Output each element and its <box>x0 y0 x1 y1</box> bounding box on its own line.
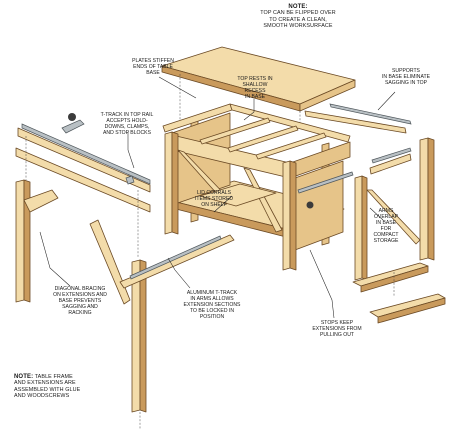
callout-line: EXTENSION SECTIONS <box>183 302 241 308</box>
left-extension <box>15 113 235 430</box>
callout-line: IN BASE ELIMINATE <box>381 74 431 80</box>
callout-line: BASE <box>146 70 160 76</box>
callout-line: FOR <box>380 226 392 232</box>
callout-line: DOWNS, CLAMPS, <box>104 124 150 130</box>
callout-supports: SUPPORTS IN BASE ELIMINATE SAGGING IN TO… <box>372 68 440 86</box>
note-top-line: SMOOTH WORKSURFACE <box>263 23 333 30</box>
right-extension <box>304 103 435 281</box>
callout-line: PLATES STIFFEN <box>132 58 174 64</box>
callout-line: ON EXTENSIONS AND <box>53 292 107 298</box>
callout-line: SAGGING IN TOP <box>385 80 427 86</box>
note-bottom-line: ASSEMBLED WITH GLUE <box>14 386 81 393</box>
callout-t-track: T-TRACK IN TOP RAIL ACCEPTS HOLD- DOWNS,… <box>96 112 158 136</box>
callout-line: EXTENSIONS FROM <box>312 326 362 332</box>
note-top-line: TO CREATE A CLEAN, <box>269 16 327 23</box>
stop-blocks <box>352 262 446 324</box>
callout-line: PULLING OUT <box>320 332 354 338</box>
callout-line: COMPACT <box>373 232 399 238</box>
callout-line: BASE PREVENTS <box>58 298 102 304</box>
note-bottom: NOTE: TABLE FRAME AND EXTENSIONS ARE ASS… <box>14 374 100 400</box>
callout-line: TOP RESTS IN <box>237 76 273 82</box>
note-bottom-heading: NOTE: <box>14 374 34 380</box>
callout-line: SUPPORTS <box>392 68 420 74</box>
note-bottom-line: TABLE FRAME <box>34 374 73 380</box>
knob-icon <box>306 201 314 209</box>
table-top <box>161 46 356 128</box>
callout-lid-corrals: LID CORRALS ITEMS STORED ON SHELF <box>194 190 234 208</box>
callout-line: AND STOP BLOCKS <box>103 130 151 136</box>
callout-line: DIAGONAL BRACING <box>54 286 106 292</box>
callout-arms-overlap: ARMS OVERLAP IN BASE FOR COMPACT STORAGE <box>370 208 402 244</box>
callout-line: ACCEPTS HOLD- <box>106 118 148 124</box>
callout-line: SAGGING AND <box>62 304 98 310</box>
callout-line: TO BE LOCKED IN <box>189 308 235 314</box>
callout-line: T-TRACK IN TOP RAIL <box>100 112 154 118</box>
callout-line: ALUMINUM T-TRACK <box>186 290 238 296</box>
callout-line: IN BASE <box>244 94 266 100</box>
callout-line: ENDS OF TABLE <box>133 64 173 70</box>
callout-line: ITEMS STORED <box>194 196 234 202</box>
callout-line: RACKING <box>68 310 92 316</box>
note-top-line: TOP CAN BE FLIPPED OVER <box>260 10 336 17</box>
callout-line: SHALLOW RECESS <box>242 82 268 94</box>
callout-line: IN BASE <box>375 220 397 226</box>
leader-lines <box>39 76 396 319</box>
callout-diagonal-bracing: DIAGONAL BRACING ON EXTENSIONS AND BASE … <box>46 286 114 316</box>
callout-line: STOPS KEEP <box>320 320 354 326</box>
callout-line: ARMS <box>378 208 394 214</box>
callout-line: OVERLAP <box>373 214 399 220</box>
callout-stops: STOPS KEEP EXTENSIONS FROM PULLING OUT <box>306 320 368 338</box>
clamp-icon <box>68 113 76 121</box>
callout-plates: PLATES STIFFEN ENDS OF TABLE BASE <box>128 58 178 76</box>
callout-top-rests: TOP RESTS IN SHALLOW RECESS IN BASE <box>232 76 278 100</box>
callout-line: POSITION <box>199 314 225 320</box>
callout-line: LID CORRALS <box>197 190 231 196</box>
note-top: NOTE: TOP CAN BE FLIPPED OVER TO CREATE … <box>252 4 344 30</box>
note-bottom-line: AND EXTENSIONS ARE <box>14 380 76 387</box>
callout-line: STORAGE <box>373 238 399 244</box>
note-bottom-line: AND WOODSCREWS <box>14 393 70 400</box>
callout-aluminum-track: ALUMINUM T-TRACK IN ARMS ALLOWS EXTENSIO… <box>176 290 248 320</box>
callout-line: ON SHELF <box>201 202 227 208</box>
callout-line: IN ARMS ALLOWS <box>190 296 234 302</box>
note-top-heading: NOTE: <box>288 4 308 10</box>
table-base <box>162 103 354 271</box>
